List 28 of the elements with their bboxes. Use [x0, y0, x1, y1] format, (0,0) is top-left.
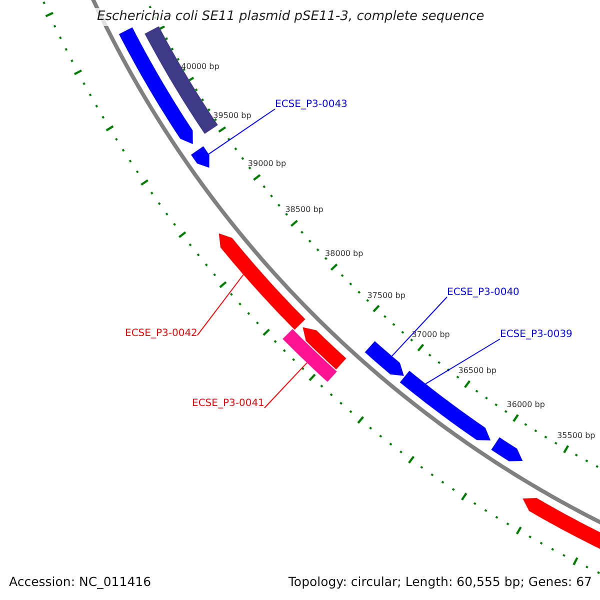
scale-label: 39000 bp [248, 159, 286, 169]
leader-line [208, 108, 276, 155]
gene-bar [282, 329, 337, 382]
scale-label: 40000 bp [181, 62, 220, 72]
gene-label: ECSE_P3-0040 [447, 287, 520, 299]
leader-line [391, 296, 448, 357]
gene-feature [218, 233, 306, 330]
scale-label: 37000 bp [412, 330, 450, 340]
gene-feature [364, 341, 404, 376]
gene-feature [302, 327, 346, 370]
scale-label: 35500 bp [557, 431, 596, 441]
scale-label: 38000 bp [325, 249, 364, 259]
gene-feature [191, 146, 210, 168]
gene-label: ECSE_P3-0042 [125, 328, 198, 340]
scale-label: 36000 bp [506, 400, 545, 410]
gene-label: ECSE_P3-0043 [275, 99, 348, 111]
scale-label: 39500 bp [213, 111, 252, 122]
gene-label: ECSE_P3-0039 [500, 329, 572, 341]
gene-label: ECSE_P3-0041 [192, 398, 264, 410]
summary-text: Topology: circular; Length: 60,555 bp; Genes: 67 [288, 574, 592, 589]
leader-line [425, 338, 500, 384]
scale-label: 38500 bp [285, 205, 324, 215]
leader-line [264, 362, 308, 408]
leader-line [196, 274, 244, 336]
scale-label: 36500 bp [458, 366, 496, 376]
scale-label: 37500 bp [367, 290, 406, 300]
accession-text: Accession: NC_011416 [9, 574, 152, 589]
gene-feature [491, 437, 523, 462]
